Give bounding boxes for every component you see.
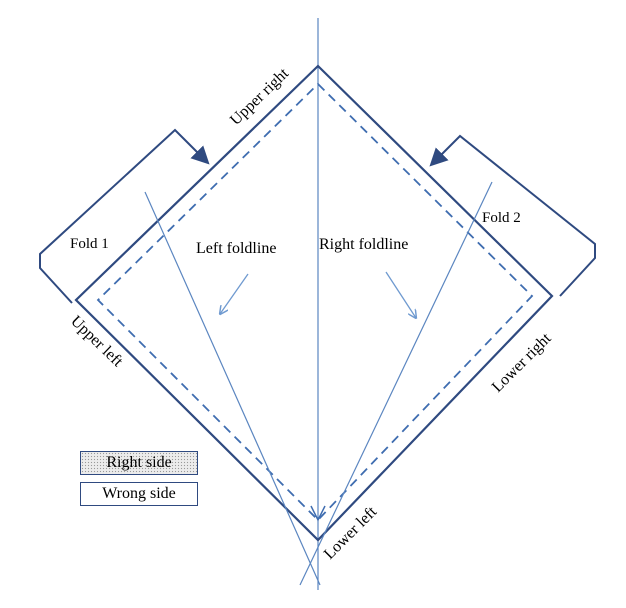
left-foldline-label: Left foldline	[196, 240, 276, 257]
fold1-label: Fold 1	[70, 236, 109, 252]
legend-right-side-label: Right side	[106, 454, 172, 471]
left-foldline-arrow	[220, 273, 249, 314]
lower-left-label: Lower left	[321, 503, 381, 563]
upper-right-label: Upper right	[227, 65, 293, 129]
legend-wrong-side-label: Wrong side	[102, 485, 176, 502]
right-foldline-label: Right foldline	[319, 236, 408, 253]
fold2-label: Fold 2	[482, 210, 521, 226]
bottom-point-arrow	[310, 505, 326, 522]
dashed-inner-square	[96, 82, 534, 522]
fold1-bracket	[39, 128, 210, 304]
legend-wrong-side: Wrong side	[80, 482, 198, 506]
lower-right-label: Lower right	[489, 330, 555, 396]
left-fold-line	[144, 191, 321, 586]
right-fold-line	[299, 181, 493, 586]
legend-right-side: Right side	[80, 451, 198, 475]
right-foldline-arrow	[385, 271, 416, 318]
fold2-bracket	[429, 134, 596, 297]
